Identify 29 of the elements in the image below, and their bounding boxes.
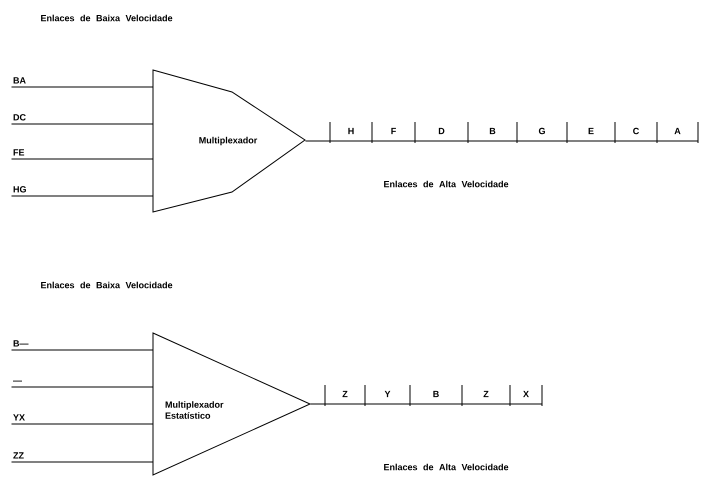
section-title: Enlaces de Baixa Velocidade — [41, 14, 172, 22]
line-label: HG — [14, 186, 26, 192]
frame-slot-label: Z — [484, 390, 488, 398]
line-label: — — [13, 380, 22, 382]
frame-slot-label: Y — [384, 390, 390, 398]
line-label: BA — [14, 77, 26, 84]
frame-slot-label: F — [391, 128, 396, 134]
frame-slot-label: Z — [342, 390, 348, 398]
output-line — [305, 140, 698, 142]
line-label: B— — [14, 340, 28, 346]
frame-slot-label: X — [523, 390, 529, 398]
frame-slot-label: H — [348, 128, 354, 134]
line-label: ZZ — [13, 452, 24, 458]
section-title: Enlaces de Alta Velocidade — [384, 180, 508, 188]
line-label: DC — [14, 114, 26, 120]
frame-slot-label: E — [588, 128, 594, 134]
input-line — [11, 158, 153, 160]
frame-slot-label: D — [438, 128, 444, 134]
line-label: YX — [13, 414, 25, 420]
line-label: FE — [14, 149, 24, 156]
frame-slot-label: A — [674, 128, 680, 134]
section-title: Enlaces de Alta Velocidade — [384, 464, 508, 470]
frame-slot-label: G — [538, 128, 545, 134]
frame-slot-label: B — [490, 128, 496, 134]
frame-slot-label: B — [433, 390, 439, 398]
frame-slot-label: C — [633, 128, 639, 134]
section-title: Enlaces de Baixa Velocidade — [41, 282, 172, 288]
input-line — [11, 386, 153, 388]
input-line — [11, 86, 153, 88]
